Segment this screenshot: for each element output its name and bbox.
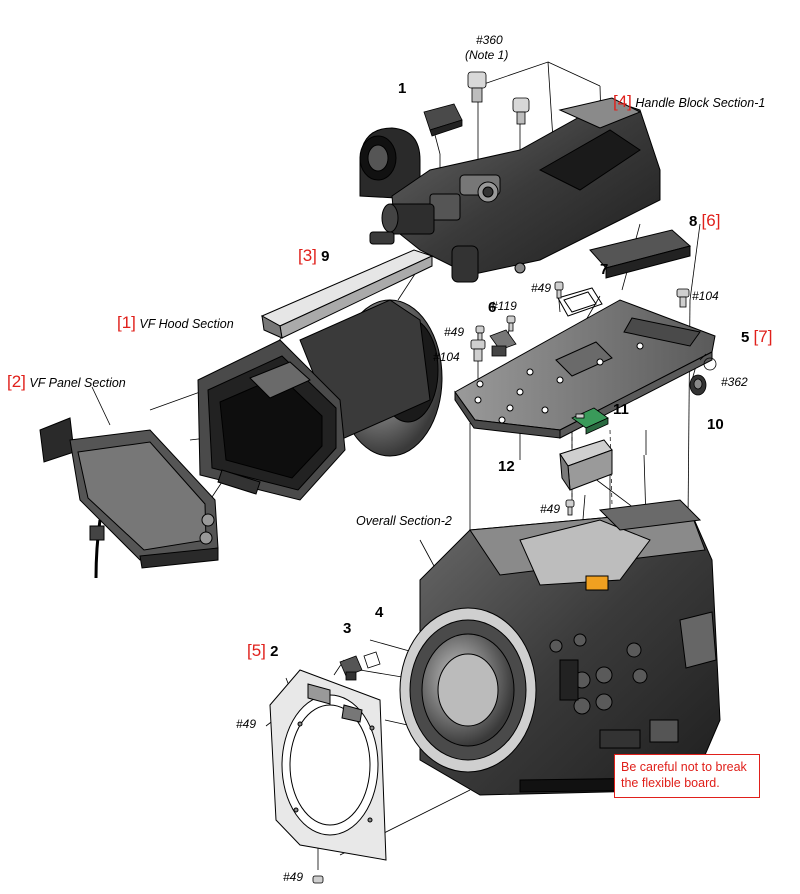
label-part-7: 7 <box>600 261 609 278</box>
label-screw-49a: #49 <box>531 281 552 295</box>
label-screw-104a: #104 <box>692 289 719 303</box>
vf-hood-text: VF Hood Section <box>139 317 234 331</box>
label-part-8: 8 [6] <box>689 212 720 229</box>
label-part-9: [3] 9 <box>298 247 329 264</box>
label-part-6: 6 <box>488 299 497 316</box>
label-screw-49e: #49 <box>283 870 304 884</box>
part-3-4 <box>339 651 381 681</box>
screw-362-text: #362 <box>721 375 748 389</box>
label-part-2: [5] 2 <box>247 642 278 659</box>
part-10-knob <box>689 353 717 396</box>
label-part-4: 4 <box>375 604 384 621</box>
label-overall-section: Overall Section-2 <box>356 514 452 528</box>
part-8-ref: [6] <box>701 211 721 230</box>
part-9-rod <box>260 249 434 339</box>
label-screw-104b: #104 <box>433 350 460 364</box>
part-11-board <box>571 407 609 435</box>
warning-callout: Be careful not to break the flexible boa… <box>614 754 760 798</box>
warning-line-2: the flexible board. <box>621 776 720 790</box>
screw-119-text: #119 <box>491 299 517 313</box>
vf-hood-assembly <box>197 299 443 501</box>
vf-panel-assembly <box>39 417 219 579</box>
label-part-1: 1 <box>398 80 407 97</box>
part-2-mount-plate <box>269 669 387 861</box>
label-screw-362: #362 <box>721 376 748 388</box>
part-2-ref: [5] <box>247 641 266 660</box>
warning-line-1: Be careful not to break <box>621 760 747 774</box>
label-part-3: 3 <box>343 620 352 637</box>
part-8-cover <box>589 229 692 279</box>
handle-block <box>359 97 661 283</box>
label-vf-panel: [2] VF Panel Section <box>7 373 126 390</box>
part-6-bracket <box>489 329 517 357</box>
label-vf-hood: [1] VF Hood Section <box>117 314 234 331</box>
screw-360-pair <box>467 71 530 125</box>
label-screw-360: #360 <box>476 33 503 47</box>
vf-panel-ref: [2] <box>7 372 26 391</box>
part-8-number: 8 <box>689 213 698 230</box>
label-part-5: 5 [7] <box>741 328 772 345</box>
label-part-10: 10 <box>707 416 724 433</box>
label-screw-49c: #49 <box>540 502 561 516</box>
part-12-bracket <box>559 439 613 491</box>
part-5-ref: [7] <box>753 327 773 346</box>
label-handle-block: [4] Handle Block Section-1 <box>613 93 765 110</box>
vf-panel-text: VF Panel Section <box>29 376 126 390</box>
part-1-clip <box>423 103 463 137</box>
part-9-number: 9 <box>321 248 330 265</box>
part-7-gasket <box>557 287 603 317</box>
vf-hood-ref: [1] <box>117 313 136 332</box>
handle-section-text: Handle Block Section-1 <box>635 96 766 110</box>
label-screw-49d: #49 <box>236 717 257 731</box>
label-part-11: 11 <box>613 401 629 418</box>
camera-body <box>399 499 721 796</box>
label-screw-49b: #49 <box>444 325 465 339</box>
label-note-1: (Note 1) <box>465 48 509 62</box>
part-9-ref: [3] <box>298 246 317 265</box>
label-part-12: 12 <box>498 458 515 475</box>
part-5-number: 5 <box>741 329 750 346</box>
handle-section-ref: [4] <box>613 92 632 111</box>
part-2-number: 2 <box>270 643 279 660</box>
